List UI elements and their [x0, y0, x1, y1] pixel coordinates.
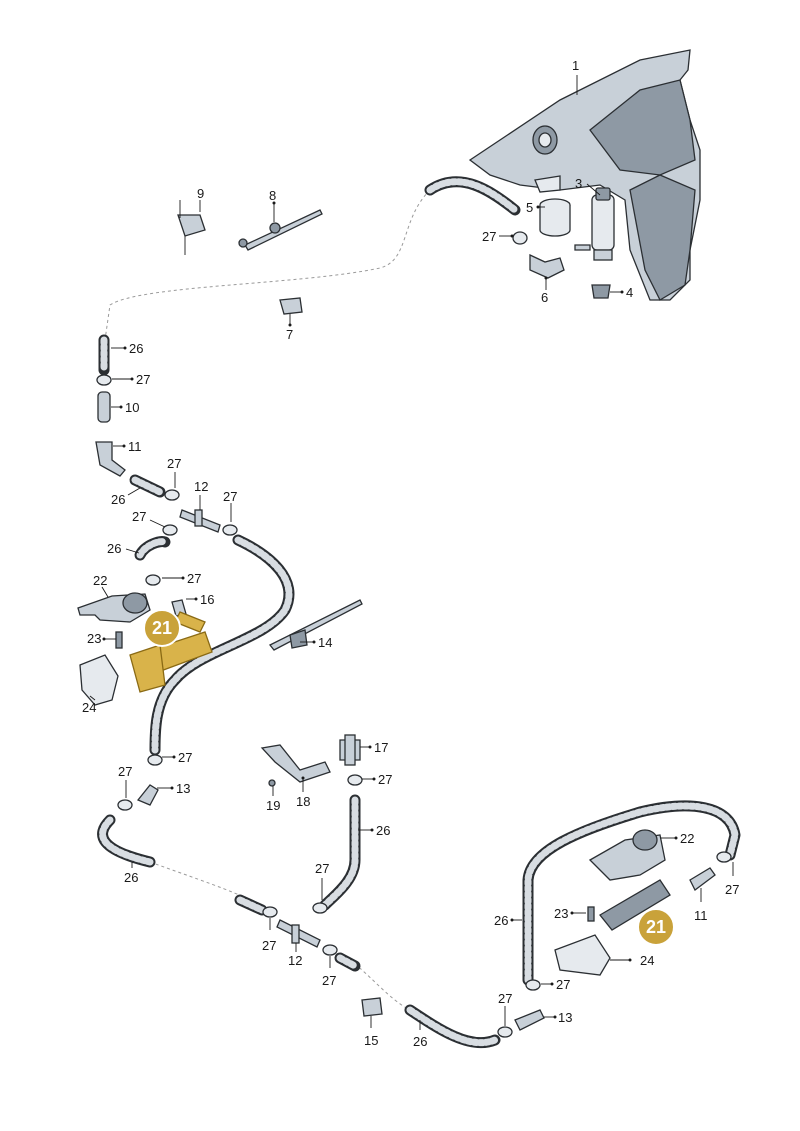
label-19: 19	[266, 798, 280, 813]
label-22-right: 22	[680, 831, 694, 846]
label-27-b: 27	[167, 456, 181, 471]
label-26-g: 26	[494, 913, 508, 928]
cable-tie-14	[268, 599, 363, 651]
washer-pump	[591, 187, 615, 261]
t-connector-12b	[276, 919, 321, 948]
t-connector-17	[339, 734, 361, 766]
label-13-right: 13	[558, 1010, 572, 1025]
nozzle-18	[260, 744, 331, 787]
label-12-bottom: 12	[288, 953, 302, 968]
label-12-top: 12	[194, 479, 208, 494]
label-10: 10	[125, 400, 139, 415]
label-13-left: 13	[176, 781, 190, 796]
left-washer-assembly	[77, 592, 187, 706]
label-26-b: 26	[111, 492, 125, 507]
label-16: 16	[200, 592, 214, 607]
label-9: 9	[197, 186, 204, 201]
label-27-pump: 27	[482, 229, 496, 244]
label-26-f: 26	[413, 1034, 427, 1049]
t-connector-12	[179, 509, 221, 533]
elbow-connector-11	[95, 441, 126, 477]
elbow-connector-13	[136, 784, 159, 806]
cable-tie-8	[238, 209, 323, 251]
label-15: 15	[364, 1033, 378, 1048]
routing-lines	[104, 189, 431, 1011]
label-4: 4	[626, 285, 633, 300]
label-8: 8	[269, 188, 276, 203]
label-27-c: 27	[223, 489, 237, 504]
label-27-e: 27	[187, 571, 201, 586]
label-27-n: 27	[725, 882, 739, 897]
washer-fluid-reservoir	[468, 49, 701, 301]
pump-seal	[539, 198, 571, 237]
label-1: 1	[572, 58, 579, 73]
label-27-d: 27	[132, 509, 146, 524]
label-27-f: 27	[178, 750, 192, 765]
hoses	[97, 176, 741, 1049]
badge-label-right: 21	[646, 917, 666, 937]
right-washer-assembly	[554, 829, 716, 976]
label-27-h: 27	[378, 772, 392, 787]
label-23-left: 23	[87, 631, 101, 646]
label-26-e: 26	[376, 823, 390, 838]
label-27-i: 27	[315, 861, 329, 876]
label-22-left: 22	[93, 573, 107, 588]
label-17: 17	[374, 740, 388, 755]
label-6: 6	[541, 290, 548, 305]
clip-7	[279, 297, 303, 315]
badge-label-left: 21	[152, 618, 172, 638]
label-26-top: 26	[129, 341, 143, 356]
highlighted-telescopic-cylinder-left	[129, 611, 213, 693]
label-11-right: 11	[694, 908, 708, 923]
label-27-a: 27	[136, 372, 150, 387]
label-27-j: 27	[262, 938, 276, 953]
label-27-m: 27	[556, 977, 570, 992]
connector-10	[97, 391, 111, 423]
labels: 1 3 5 27 6 4 9 8 7 26	[82, 58, 739, 1049]
label-14: 14	[318, 635, 332, 650]
label-3: 3	[575, 176, 582, 191]
elbow-connector	[529, 253, 565, 279]
label-27-k: 27	[322, 973, 336, 988]
clip-9	[177, 200, 206, 255]
label-23-right: 23	[554, 906, 568, 921]
highlight-badge-left: 21	[143, 609, 181, 647]
label-27-g: 27	[118, 764, 132, 779]
label-18: 18	[296, 794, 310, 809]
clamps	[96, 231, 732, 1038]
elbow-connector-13b	[514, 1009, 545, 1031]
label-24-left: 24	[82, 700, 96, 715]
highlight-badge-right: 21	[637, 908, 675, 946]
label-5: 5	[526, 200, 533, 215]
label-7: 7	[286, 327, 293, 342]
label-26-d: 26	[124, 870, 138, 885]
clip-15	[361, 997, 383, 1017]
label-24-right: 24	[640, 953, 654, 968]
label-26-c: 26	[107, 541, 121, 556]
label-11-left: 11	[128, 439, 142, 454]
grommet	[591, 284, 611, 299]
label-27-l: 27	[498, 991, 512, 1006]
